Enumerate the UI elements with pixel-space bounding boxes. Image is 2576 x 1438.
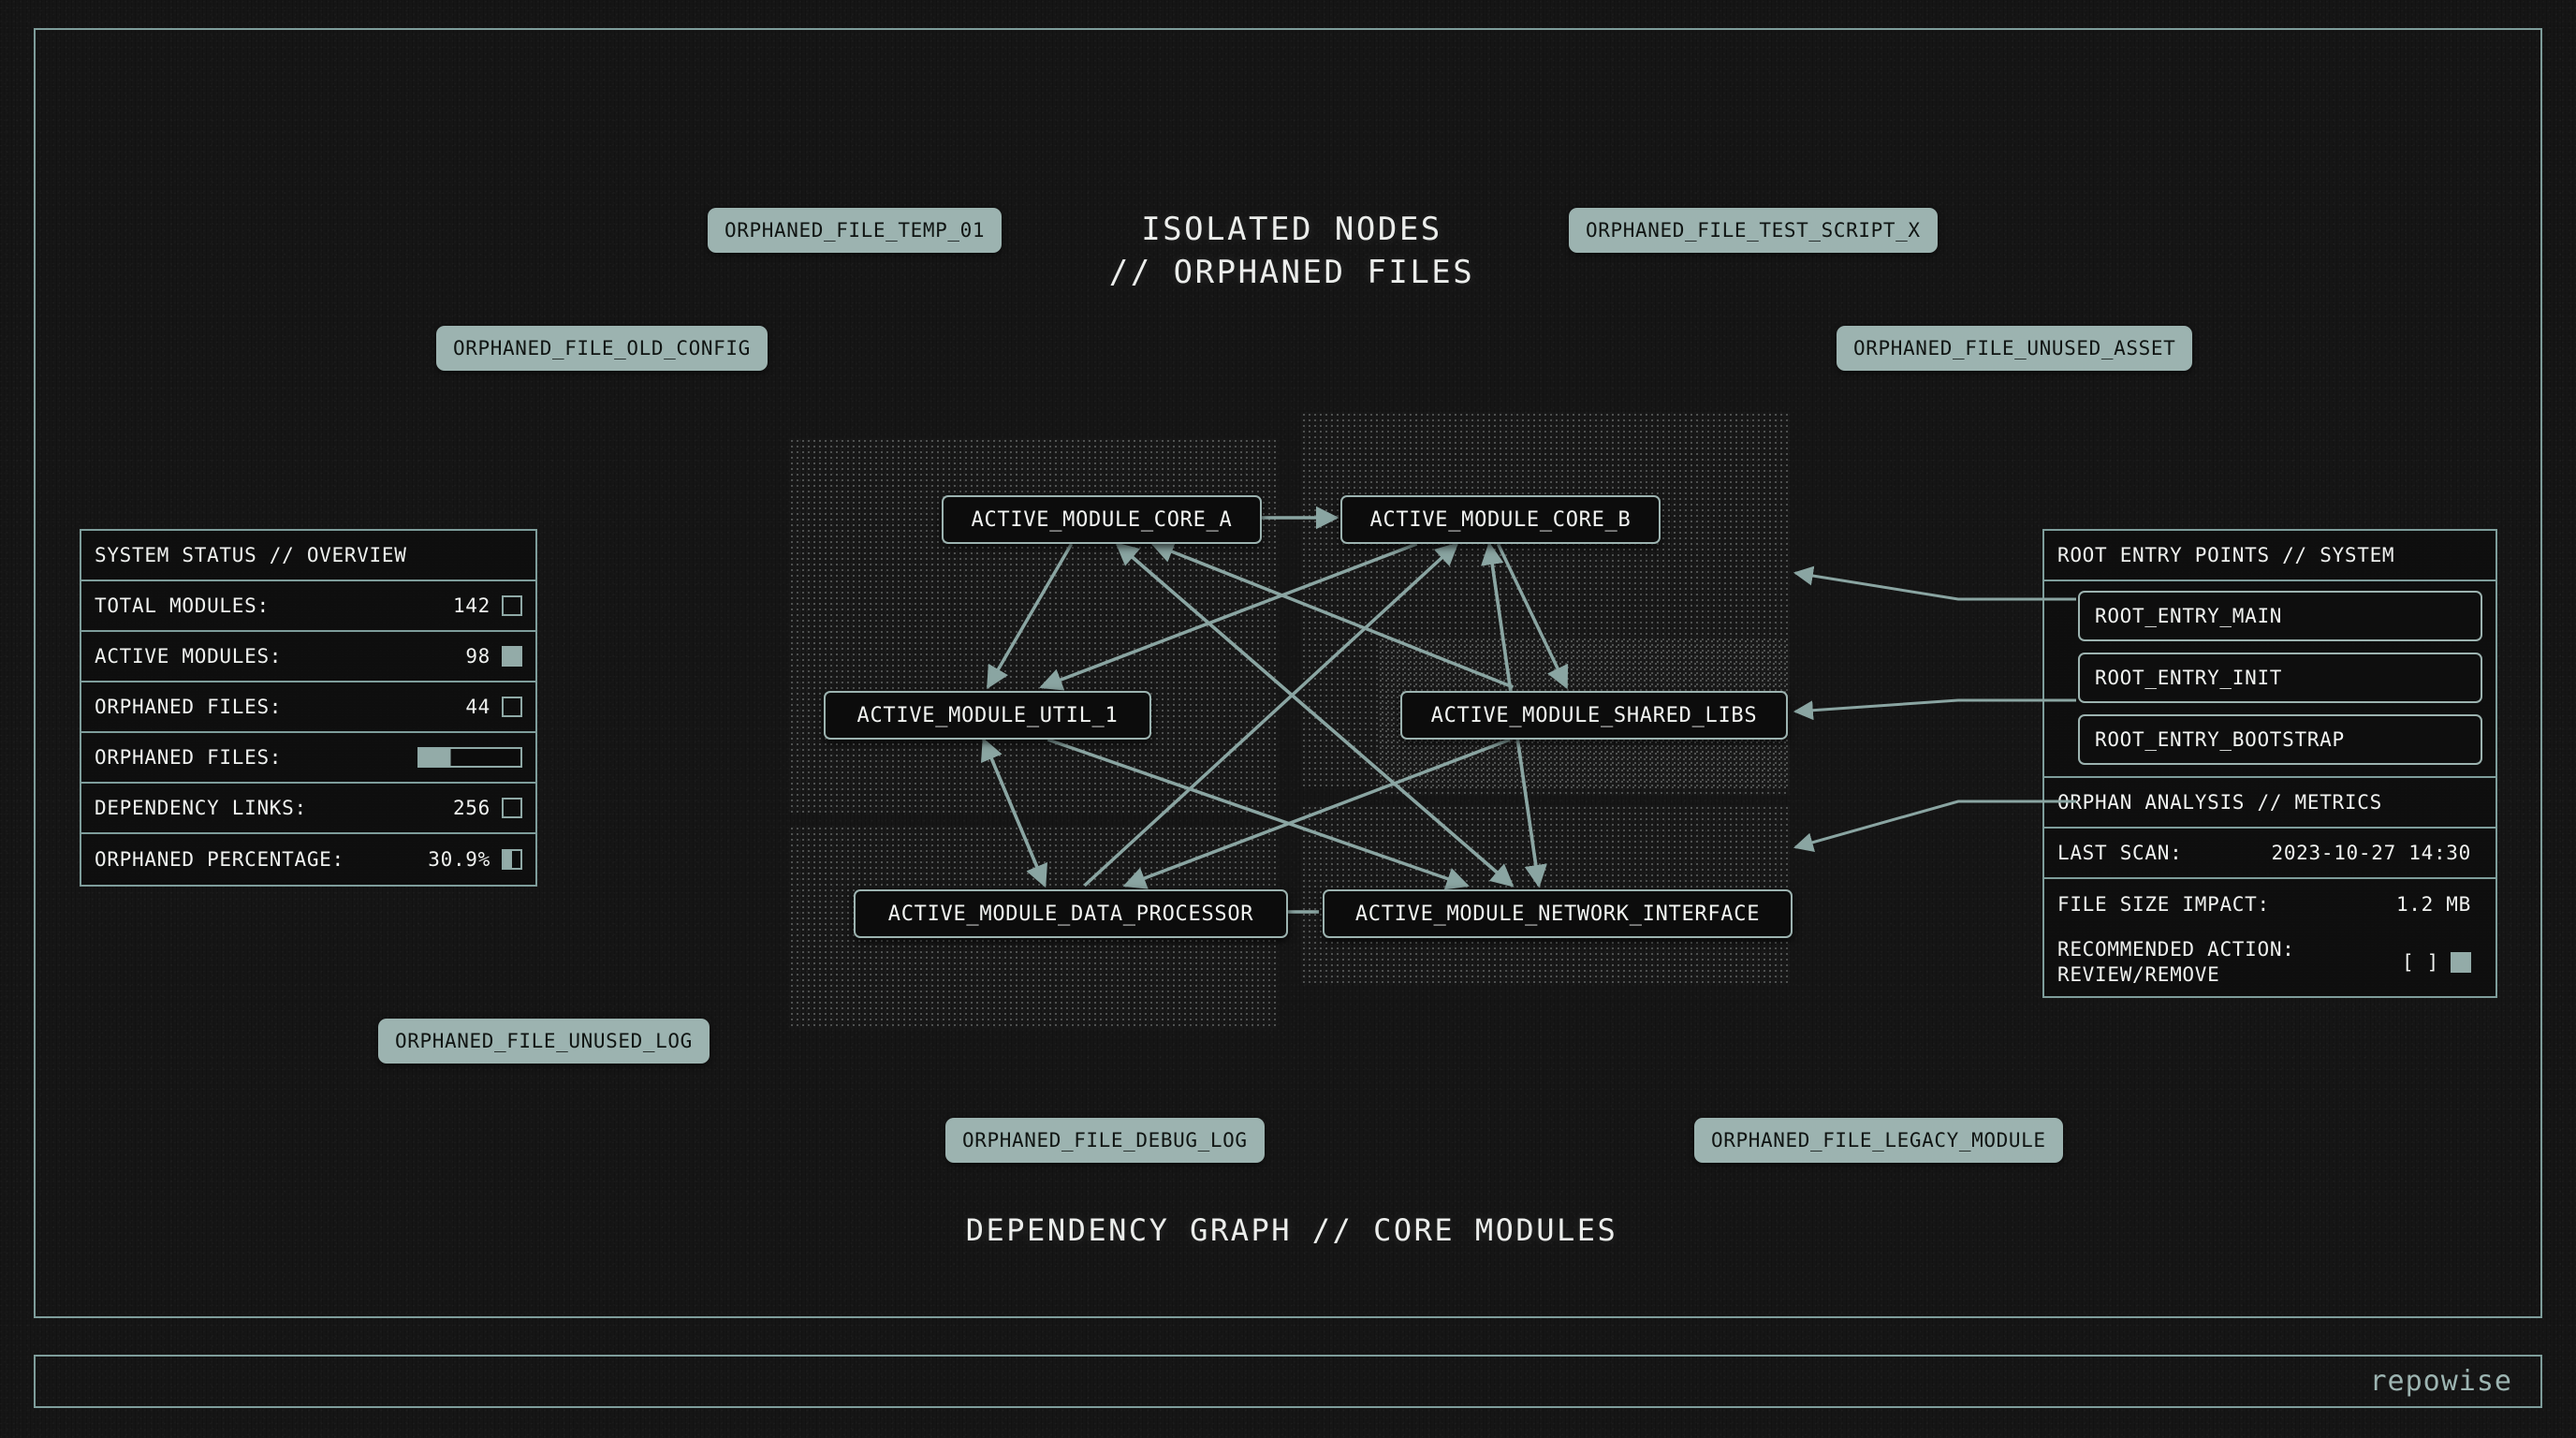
status-row-value: 98 bbox=[465, 645, 490, 668]
dependency-graph-title: DEPENDENCY GRAPH // CORE MODULES bbox=[965, 1212, 1618, 1248]
recommended-action-label-line2: REVIEW/REMOVE bbox=[2057, 963, 2220, 987]
status-row-label: ORPHANED PERCENTAGE: bbox=[95, 848, 344, 871]
cluster-top-left bbox=[789, 438, 1278, 813]
status-row-label: DEPENDENCY LINKS: bbox=[95, 797, 307, 819]
status-row-value: 142 bbox=[452, 594, 490, 617]
status-row-label: TOTAL MODULES: bbox=[95, 594, 270, 617]
orphan-file-chip[interactable]: ORPHANED_FILE_UNUSED_ASSET bbox=[1837, 326, 2193, 371]
root-entry-item[interactable]: ROOT_ENTRY_BOOTSTRAP bbox=[2078, 714, 2482, 765]
orphaned-files-progress-bar bbox=[417, 747, 522, 768]
status-panel-header: SYSTEM STATUS // OVERVIEW bbox=[81, 531, 535, 581]
metrics-row-label: LAST SCAN: bbox=[2057, 842, 2183, 864]
status-panel-header-label: SYSTEM STATUS // OVERVIEW bbox=[95, 544, 407, 566]
metrics-row-label: FILE SIZE IMPACT: bbox=[2057, 893, 2270, 916]
orphan-file-chip[interactable]: ORPHANED_FILE_TEMP_01 bbox=[708, 208, 1003, 253]
metrics-row-value: 1.2 MB bbox=[2395, 893, 2471, 916]
module-node-core_b[interactable]: ACTIVE_MODULE_CORE_B bbox=[1340, 495, 1661, 544]
root-entry-item[interactable]: ROOT_ENTRY_INIT bbox=[2078, 653, 2482, 703]
status-indicator-outline-icon bbox=[502, 595, 522, 616]
recommended-action-label-line1: RECOMMENDED ACTION: bbox=[2057, 938, 2295, 961]
footer-bar: repowise bbox=[34, 1355, 2542, 1408]
orphan-file-chip[interactable]: ORPHANED_FILE_OLD_CONFIG bbox=[436, 326, 768, 371]
status-indicator-half-icon bbox=[502, 849, 522, 870]
metrics-row: LAST SCAN: 2023-10-27 14:30 bbox=[2044, 829, 2496, 879]
module-node-util_1[interactable]: ACTIVE_MODULE_UTIL_1 bbox=[824, 691, 1151, 740]
status-indicator-filled-icon bbox=[502, 646, 522, 667]
module-node-netiface[interactable]: ACTIVE_MODULE_NETWORK_INTERFACE bbox=[1323, 889, 1793, 938]
main-frame bbox=[34, 28, 2542, 1318]
system-status-panel: SYSTEM STATUS // OVERVIEW TOTAL MODULES:… bbox=[80, 529, 537, 887]
status-row-value: 30.9% bbox=[428, 848, 490, 871]
orphan-file-chip[interactable]: ORPHANED_FILE_LEGACY_MODULE bbox=[1694, 1118, 2063, 1163]
orphan-file-chip[interactable]: ORPHANED_FILE_DEBUG_LOG bbox=[945, 1118, 1265, 1163]
root-panel-header: ROOT ENTRY POINTS // SYSTEM bbox=[2044, 531, 2496, 581]
status-row: ACTIVE MODULES: 98 bbox=[81, 632, 535, 682]
status-indicator-outline-icon bbox=[502, 697, 522, 717]
status-row-value: 44 bbox=[465, 696, 490, 718]
module-node-core_a[interactable]: ACTIVE_MODULE_CORE_A bbox=[942, 495, 1262, 544]
recommended-action-indicator-icon bbox=[2451, 952, 2471, 974]
recommended-action-brackets: [ ] bbox=[2401, 951, 2439, 975]
status-row: ORPHANED PERCENTAGE: 30.9% bbox=[81, 834, 535, 885]
status-row: TOTAL MODULES: 142 bbox=[81, 581, 535, 632]
brand-label: repowise bbox=[2369, 1365, 2512, 1398]
status-row: ORPHANED FILES: 44 bbox=[81, 682, 535, 733]
isolated-nodes-title: ISOLATED NODES // ORPHANED FILES bbox=[1108, 211, 1475, 292]
status-row-label: ACTIVE MODULES: bbox=[95, 645, 283, 668]
status-row: DEPENDENCY LINKS: 256 bbox=[81, 784, 535, 834]
root-panel-header-label: ROOT ENTRY POINTS // SYSTEM bbox=[2057, 544, 2395, 566]
orphan-file-chip[interactable]: ORPHANED_FILE_UNUSED_LOG bbox=[378, 1019, 710, 1064]
recommended-action-row: RECOMMENDED ACTION: REVIEW/REMOVE [ ] bbox=[2044, 930, 2496, 996]
metrics-panel-header-label: ORPHAN ANALYSIS // METRICS bbox=[2057, 791, 2382, 814]
metrics-row-value: 2023-10-27 14:30 bbox=[2271, 842, 2471, 864]
root-entry-points-panel: ROOT ENTRY POINTS // SYSTEM ROOT_ENTRY_M… bbox=[2042, 529, 2497, 998]
metrics-row: FILE SIZE IMPACT: 1.2 MB bbox=[2044, 879, 2496, 930]
status-row-label: ORPHANED FILES: bbox=[95, 696, 283, 718]
status-row: ORPHANED FILES: bbox=[81, 733, 535, 784]
orphan-file-chip[interactable]: ORPHANED_FILE_TEST_SCRIPT_X bbox=[1569, 208, 1938, 253]
metrics-panel-header: ORPHAN ANALYSIS // METRICS bbox=[2044, 778, 2496, 829]
status-row-value: 256 bbox=[452, 797, 490, 819]
status-row-label: ORPHANED FILES: bbox=[95, 746, 283, 769]
module-node-dataproc[interactable]: ACTIVE_MODULE_DATA_PROCESSOR bbox=[854, 889, 1288, 938]
module-node-shared[interactable]: ACTIVE_MODULE_SHARED_LIBS bbox=[1400, 691, 1788, 740]
root-entry-item[interactable]: ROOT_ENTRY_MAIN bbox=[2078, 591, 2482, 641]
status-indicator-outline-icon bbox=[502, 798, 522, 818]
